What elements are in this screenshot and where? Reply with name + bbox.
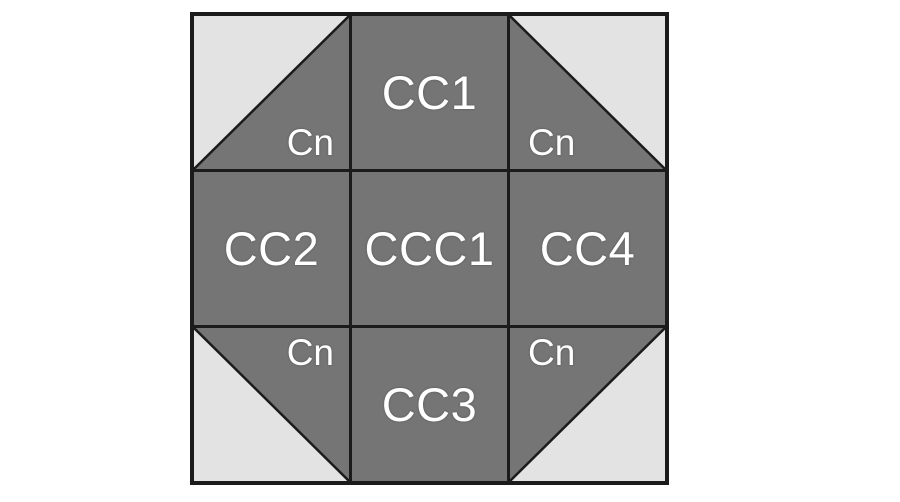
corner-triangle-graphic	[194, 16, 349, 169]
cell-cc4: CC4	[510, 172, 665, 325]
corner-triangle-graphic	[194, 328, 349, 481]
corner-label: Cn	[528, 122, 576, 163]
corner-label: Cn	[286, 122, 334, 163]
cell-label: CC3	[381, 378, 478, 431]
cell-corner-bottom-left: Cn	[194, 328, 349, 481]
diagonal-seam-line	[510, 16, 665, 169]
cell-ccc1: CCC1	[352, 172, 507, 325]
cell-cc3: CC3	[352, 328, 507, 481]
corner-triangle-graphic	[510, 328, 665, 481]
diagonal-seam-line	[194, 328, 349, 481]
corner-triangle-graphic	[510, 16, 665, 169]
cell-label: CCC1	[364, 222, 495, 275]
cell-cc1: CC1	[352, 16, 507, 169]
diagonal-seam-line	[194, 16, 349, 169]
cell-cc2: CC2	[194, 172, 349, 325]
corner-label: Cn	[286, 332, 334, 373]
cell-corner-top-left: Cn	[194, 16, 349, 169]
diagonal-seam-line	[510, 328, 665, 481]
cell-label: CC4	[539, 222, 636, 275]
cell-label: CC1	[381, 66, 478, 119]
cell-corner-top-right: Cn	[510, 16, 665, 169]
cell-label: CC2	[223, 222, 320, 275]
quilt-block-grid: Cn CC1 Cn CC2 CCC1 CC4 C	[190, 12, 669, 485]
corner-label: Cn	[528, 332, 576, 373]
cell-corner-bottom-right: Cn	[510, 328, 665, 481]
